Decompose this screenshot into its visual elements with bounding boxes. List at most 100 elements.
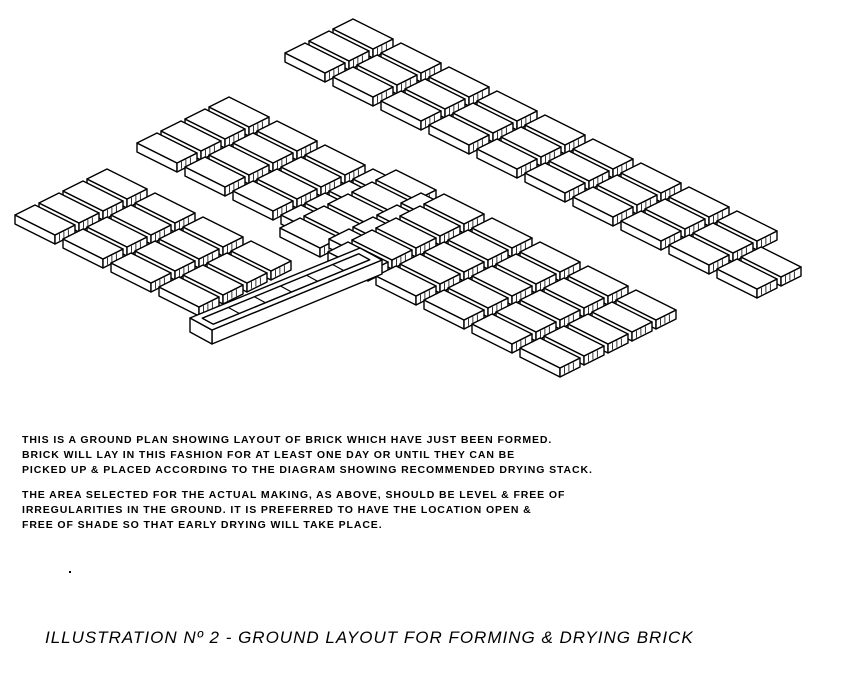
brick-top-face [399, 253, 461, 285]
brick-top-face [134, 240, 196, 272]
brick-top-face [304, 144, 366, 176]
brick-top-face [548, 150, 610, 182]
brick-top-face [519, 337, 581, 369]
brick-top-face [572, 186, 634, 218]
brick-top-face [471, 265, 533, 297]
brick-top-face [500, 126, 562, 158]
brick-top-face [495, 253, 557, 285]
brick-top-face [208, 144, 270, 176]
brick-top-face [543, 277, 605, 309]
hatch-line [332, 264, 344, 272]
brick [332, 66, 394, 107]
brick-top-face [38, 192, 100, 224]
brick-top-face [615, 289, 677, 321]
brick-top-face [182, 264, 244, 296]
brick-top-face [572, 138, 634, 170]
brick-top-face [740, 246, 802, 278]
brick-top-face [668, 186, 730, 218]
brick [380, 90, 442, 131]
brick-top-face [62, 228, 124, 260]
brick-top-face [620, 162, 682, 194]
brick-top-face [447, 277, 509, 309]
brick-top-face [356, 54, 418, 86]
brick-top-face [471, 217, 533, 249]
hatch-line [306, 274, 318, 282]
brick-top-face [308, 30, 370, 62]
brick-top-face [86, 216, 148, 248]
brick-top-face [256, 120, 318, 152]
hatch-line [254, 296, 266, 304]
brick-top-face [380, 42, 442, 74]
brick-top-face [184, 156, 246, 188]
brick-top-face [158, 228, 220, 260]
brick [136, 132, 198, 173]
brick-top-face [279, 217, 341, 249]
brick-top-face [423, 193, 485, 225]
brick-top-face [519, 289, 581, 321]
brick-top-face [644, 198, 706, 230]
brick [232, 180, 294, 221]
brick [158, 276, 220, 317]
brick-top-face [567, 313, 629, 345]
brick-top-face [447, 229, 509, 261]
brick-top-face [158, 276, 220, 308]
brick-top-face [423, 289, 485, 321]
brick-layout-drawing [14, 18, 802, 378]
hatch-line [228, 306, 240, 314]
note-line: THIS IS A GROUND PLAN SHOWING LAYOUT OF … [22, 434, 553, 446]
brick-top-face [134, 192, 196, 224]
brick-top-face [596, 174, 658, 206]
brick-top-face [14, 204, 76, 236]
brick-top-face [284, 42, 346, 74]
brick-top-face [471, 313, 533, 345]
brick-top-face [160, 120, 222, 152]
brick-top-face [423, 241, 485, 273]
brick-top-face [428, 66, 490, 98]
brick-top-face [519, 241, 581, 273]
brick [110, 252, 172, 293]
brick [476, 138, 538, 179]
brick-top-face [524, 114, 586, 146]
brick-top-face [256, 168, 318, 200]
brick-top-face [692, 222, 754, 254]
brick-top-face [110, 204, 172, 236]
hatch-line [280, 285, 292, 293]
brick-forming-mold [189, 247, 383, 345]
ink-dot [69, 571, 71, 573]
brick-top-face [232, 180, 294, 212]
brick-top-face [232, 132, 294, 164]
brick-top-face [452, 102, 514, 134]
brick-top-face [280, 156, 342, 188]
brick-top-face [86, 168, 148, 200]
note-line: THE AREA SELECTED FOR THE ACTUAL MAKING,… [22, 489, 566, 501]
brick-top-face [380, 90, 442, 122]
brick [423, 193, 485, 234]
brick-top-face [230, 240, 292, 272]
note-line: IRREGULARITIES IN THE GROUND. IT IS PREF… [22, 504, 532, 516]
brick [519, 337, 581, 378]
brick-top-face [110, 252, 172, 284]
brick-top-face [668, 234, 730, 266]
brick [14, 204, 76, 245]
brick-top-face [591, 301, 653, 333]
note-line: PICKED UP & PLACED ACCORDING TO THE DIAG… [22, 464, 593, 476]
brick-top-face [351, 229, 413, 261]
brick-top-face [428, 114, 490, 146]
brick-top-face [182, 216, 244, 248]
brick-top-face [375, 217, 437, 249]
brick [471, 313, 533, 354]
brick-top-face [716, 258, 778, 290]
note-line: FREE OF SHADE SO THAT EARLY DRYING WILL … [22, 519, 383, 531]
brick-top-face [567, 265, 629, 297]
brick-top-face [184, 108, 246, 140]
brick-top-face [208, 96, 270, 128]
brick-top-face [476, 138, 538, 170]
brick-top-face [136, 132, 198, 164]
brick [716, 258, 778, 299]
brick-top-face [332, 18, 394, 50]
brick-top-face [332, 66, 394, 98]
brick-top-face [620, 210, 682, 242]
brick [62, 228, 124, 269]
brick-top-face [476, 90, 538, 122]
